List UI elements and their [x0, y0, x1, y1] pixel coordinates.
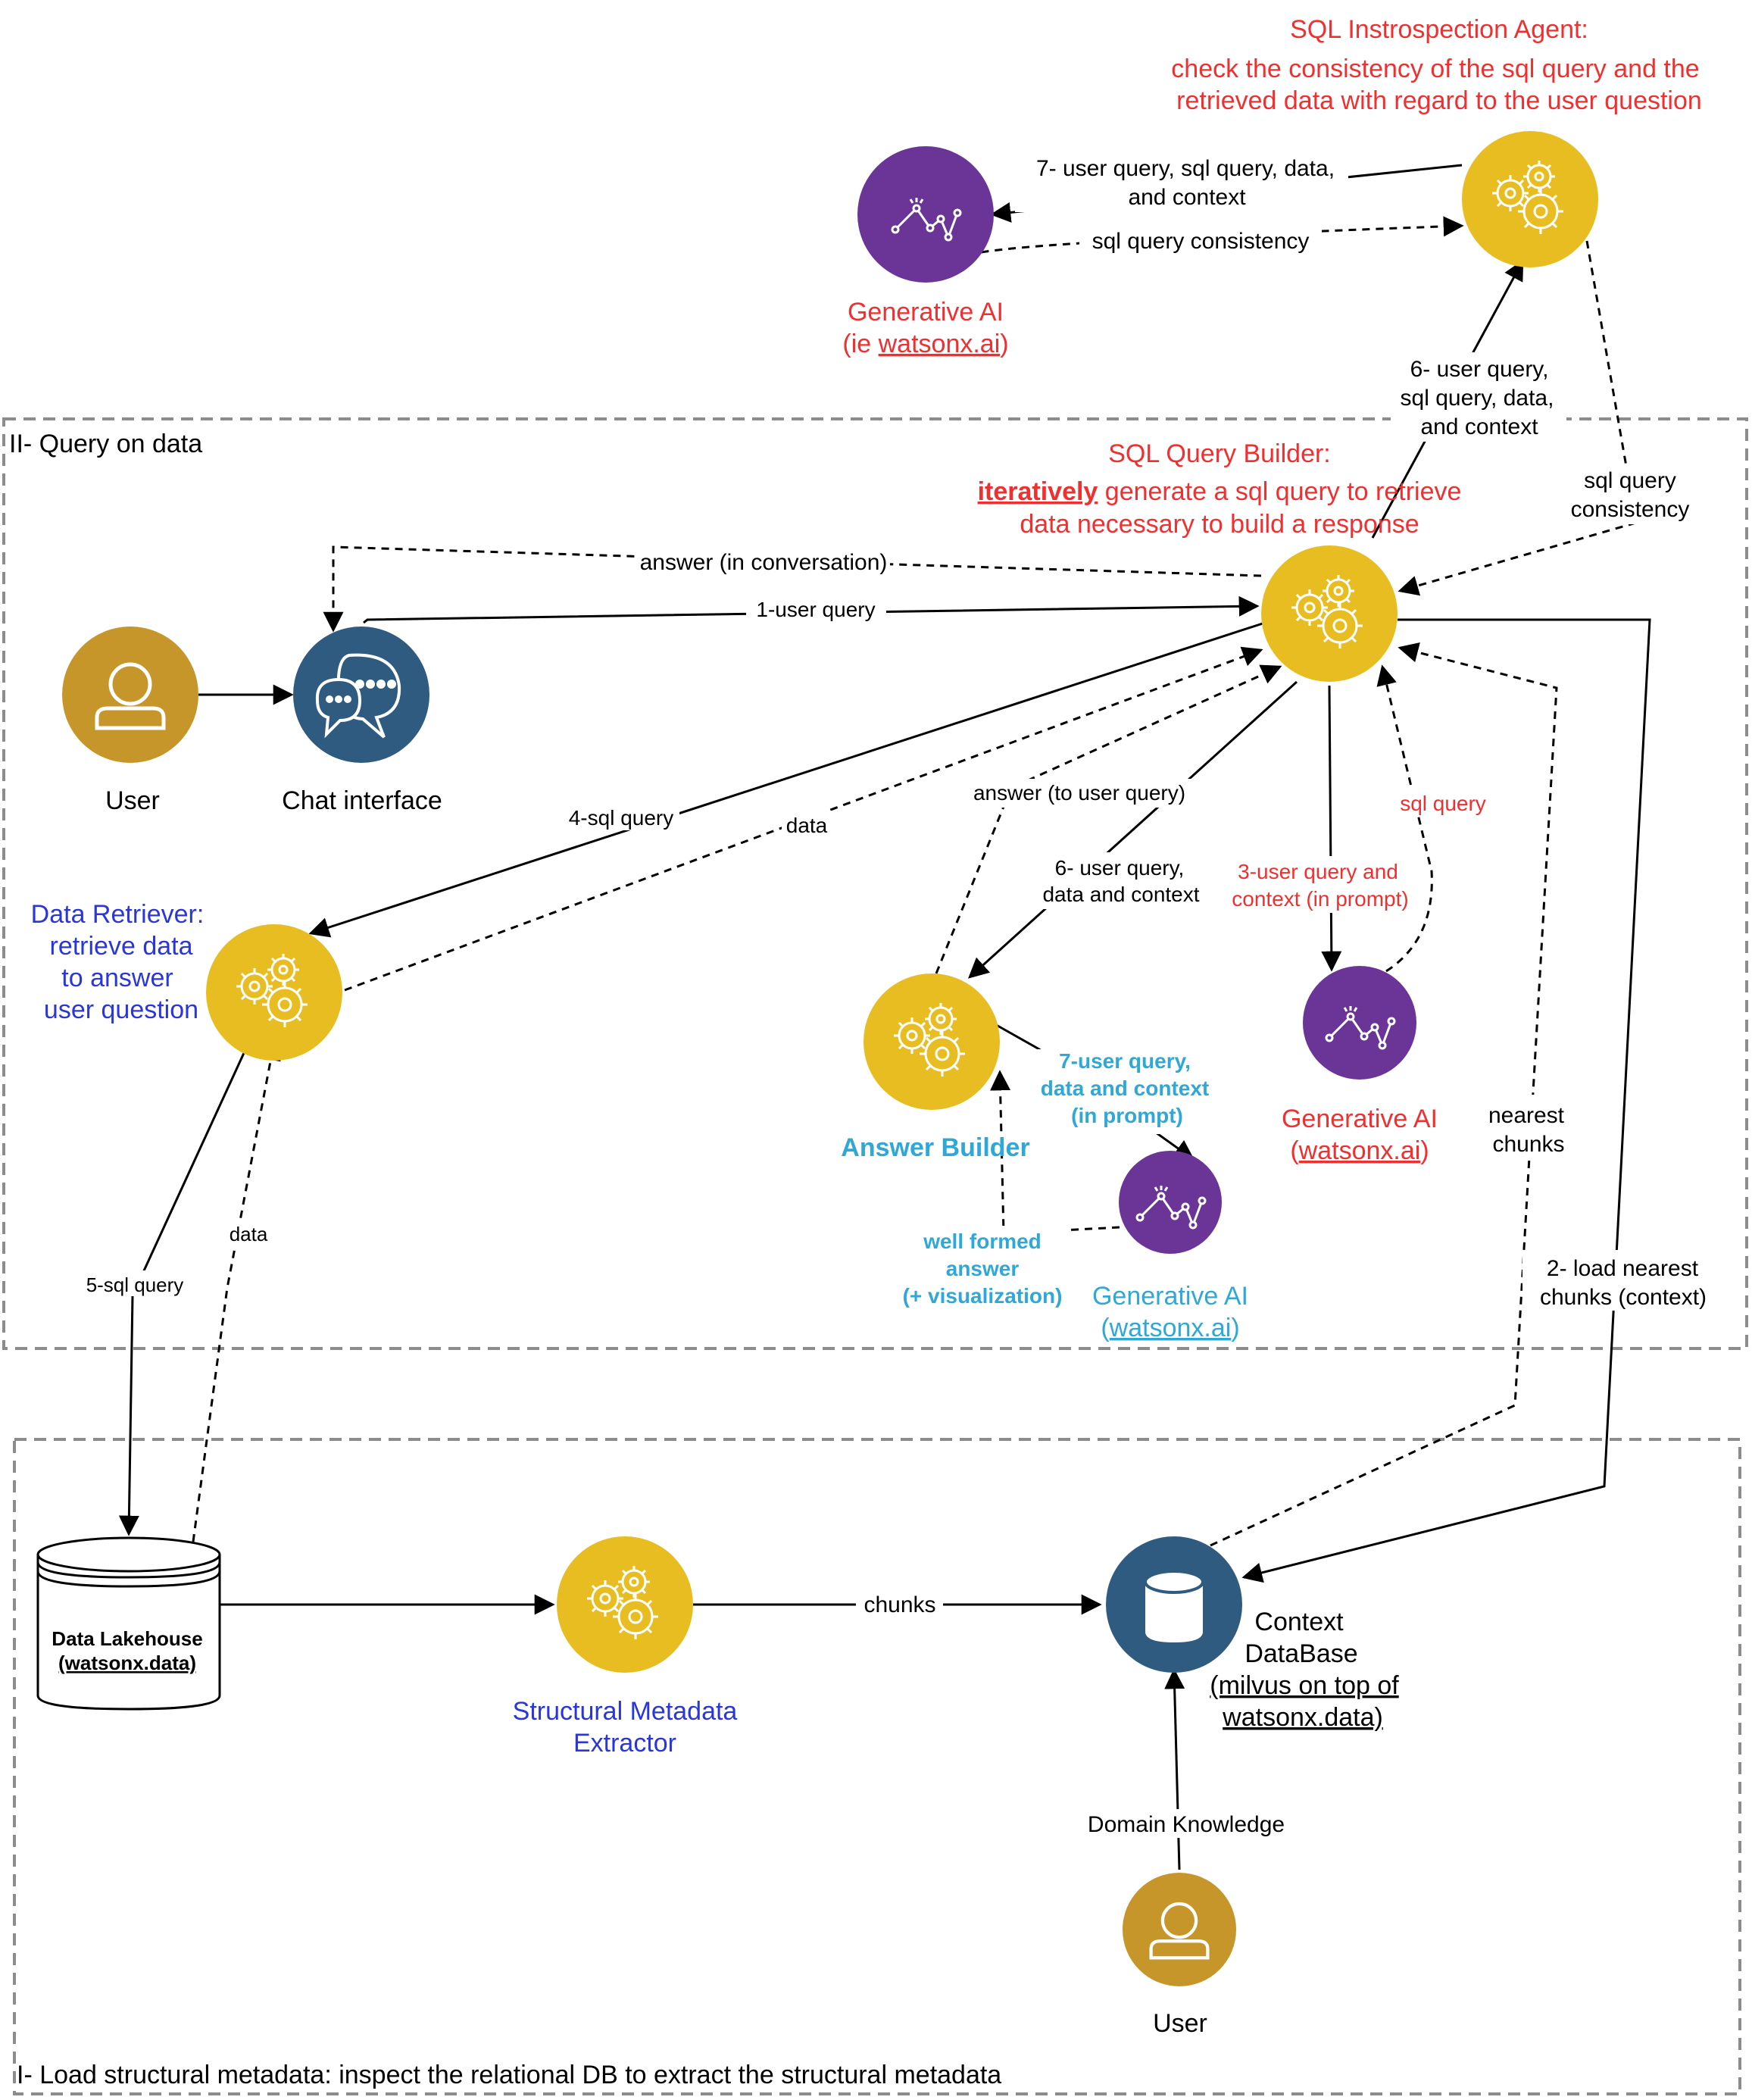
database-cylinder-icon: [36, 1536, 221, 1711]
builder-title: SQL Query Builder:: [1108, 439, 1331, 468]
genai-answer-line2: (watsonx.ai): [1101, 1314, 1239, 1342]
edge-2-label-2: chunks (context): [1540, 1285, 1707, 1310]
lakehouse-line1: Data Lakehouse: [52, 1627, 202, 1650]
chat-label: Chat interface: [282, 786, 442, 815]
genai-answer-line1: Generative AI: [1092, 1282, 1248, 1311]
edge-well-formed-label-1: well formed: [923, 1230, 1042, 1253]
edge-domain-label: Domain Knowledge: [1088, 1812, 1285, 1837]
data-lakehouse-node[interactable]: [36, 1536, 221, 1711]
genai-top-line1: Generative AI: [848, 298, 1004, 327]
edge-answer-conversation: [323, 545, 1262, 633]
edge-1-user-query: [363, 595, 1260, 624]
load-section-box: [13, 1438, 1741, 2095]
edge-sql-query: [1376, 664, 1433, 973]
edge-6-answer: [967, 680, 1298, 979]
edge-consistency-right-label-2: consistency: [1571, 497, 1690, 522]
edge-well-formed-label-3: (+ visualization): [903, 1284, 1063, 1308]
load-section-title: I- Load structural metadata: inspect the…: [17, 2061, 1001, 2089]
retriever-line1: Data Retriever:: [31, 900, 205, 929]
genai-mid-node[interactable]: [1303, 966, 1416, 1080]
context-db-line2: DataBase: [1245, 1639, 1357, 1668]
edge-sql-query-label: sql query: [1400, 792, 1486, 815]
edge-nearest-label-2: chunks: [1492, 1132, 1564, 1157]
edge-domain-knowledge: [1164, 1668, 1185, 1870]
data-retriever-node[interactable]: [206, 924, 342, 1061]
edge-consistency-right: [1398, 240, 1638, 596]
genai-mid-line2: (watsonx.ai): [1290, 1136, 1429, 1165]
edge-consistency-right-label-1: sql query: [1584, 468, 1676, 493]
edge-6-top-label-3: and context: [1420, 414, 1538, 439]
edge-data-low-label: data: [230, 1223, 268, 1245]
edge-1-label: 1-user query: [756, 598, 875, 621]
edge-6-answer-label-2: data and context: [1042, 883, 1199, 906]
edge-4-sql-query: [308, 621, 1266, 938]
answer-builder-node[interactable]: [864, 973, 1000, 1110]
edge-7-answer-label-1: 7-user query,: [1059, 1049, 1191, 1073]
edge-7-top-label-2: and context: [1128, 185, 1246, 210]
query-section-box: [2, 417, 1748, 1350]
edge-chunks-label: chunks: [864, 1592, 935, 1617]
edge-answer-user: [935, 664, 1282, 974]
user-bottom-label: User: [1153, 2009, 1207, 2038]
builder-line1: iteratively generate a sql query to retr…: [978, 477, 1462, 506]
edge-7-top-label-1: 7- user query, sql query, data,: [1036, 156, 1335, 181]
edge-2-label-1: 2- load nearest: [1547, 1256, 1699, 1281]
edge-5-label: 5-sql query: [86, 1273, 184, 1296]
edge-nearest-label-1: nearest: [1488, 1103, 1565, 1128]
edge-7-answer-label-2: data and context: [1041, 1077, 1209, 1100]
extractor-line1: Structural Metadata: [513, 1697, 738, 1726]
introspection-agent-node[interactable]: [1462, 131, 1598, 267]
genai-answer-node[interactable]: [1119, 1151, 1222, 1254]
sql-query-builder-node[interactable]: [1261, 545, 1398, 682]
chat-interface-node[interactable]: [293, 627, 429, 763]
user-bottom-node[interactable]: [1123, 1873, 1236, 1986]
edge-4-label: 4-sql query: [569, 806, 674, 830]
edge-nearest-chunks: [1210, 642, 1558, 1547]
user-top-label: User: [105, 786, 160, 815]
genai-top-line2: (ie watsonx.ai): [842, 330, 1008, 358]
structural-metadata-extractor-node[interactable]: [557, 1536, 693, 1673]
edge-3-label-1: 3-user query and: [1238, 860, 1398, 883]
context-database-node[interactable]: [1106, 1536, 1242, 1673]
edge-well-formed-label-2: answer: [946, 1257, 1020, 1280]
introspection-title: SQL Instrospection Agent:: [1290, 15, 1588, 44]
retriever-line2: retrieve data: [50, 932, 193, 961]
genai-mid-line1: Generative AI: [1282, 1105, 1438, 1133]
edge-7-answer-label-3: (in prompt): [1071, 1104, 1183, 1127]
context-db-line1: Context: [1254, 1608, 1344, 1636]
builder-line2: data necessary to build a response: [1020, 510, 1419, 539]
edge-consistency-top-label: sql query consistency: [1092, 229, 1310, 254]
query-section-title: II- Query on data: [9, 430, 202, 458]
context-db-line4: watsonx.data): [1222, 1703, 1383, 1732]
introspection-line2: retrieved data with regard to the user q…: [1176, 86, 1702, 115]
edge-answer-user-label: answer (to user query): [973, 781, 1185, 805]
database-icon: [1144, 1570, 1204, 1642]
introspection-line1: check the consistency of the sql query a…: [1171, 55, 1699, 83]
chat-bubbles-icon: [315, 653, 401, 739]
lakehouse-line2: (watsonx.data): [58, 1652, 196, 1674]
edge-data-low: [192, 1039, 281, 1542]
answer-builder-label: Answer Builder: [841, 1133, 1029, 1162]
retriever-line4: user question: [44, 995, 198, 1024]
edge-answer-conversation-label: answer (in conversation): [640, 550, 888, 575]
genai-top-node[interactable]: [857, 146, 994, 283]
edge-2-load: [1241, 618, 1651, 1583]
edge-6-top-label-2: sql query, data,: [1401, 386, 1554, 411]
user-top-node[interactable]: [62, 627, 198, 763]
edge-data-mid-label: data: [786, 814, 828, 837]
edge-3-prompt: [1321, 685, 1342, 972]
edge-6-top-label-1: 6- user query,: [1410, 357, 1549, 382]
retriever-line3: to answer: [61, 964, 173, 992]
extractor-line2: Extractor: [573, 1729, 676, 1758]
context-db-line3: (milvus on top of: [1210, 1671, 1399, 1700]
edge-3-label-2: context (in prompt): [1232, 887, 1408, 911]
edge-6-answer-label-1: 6- user query,: [1055, 856, 1185, 880]
